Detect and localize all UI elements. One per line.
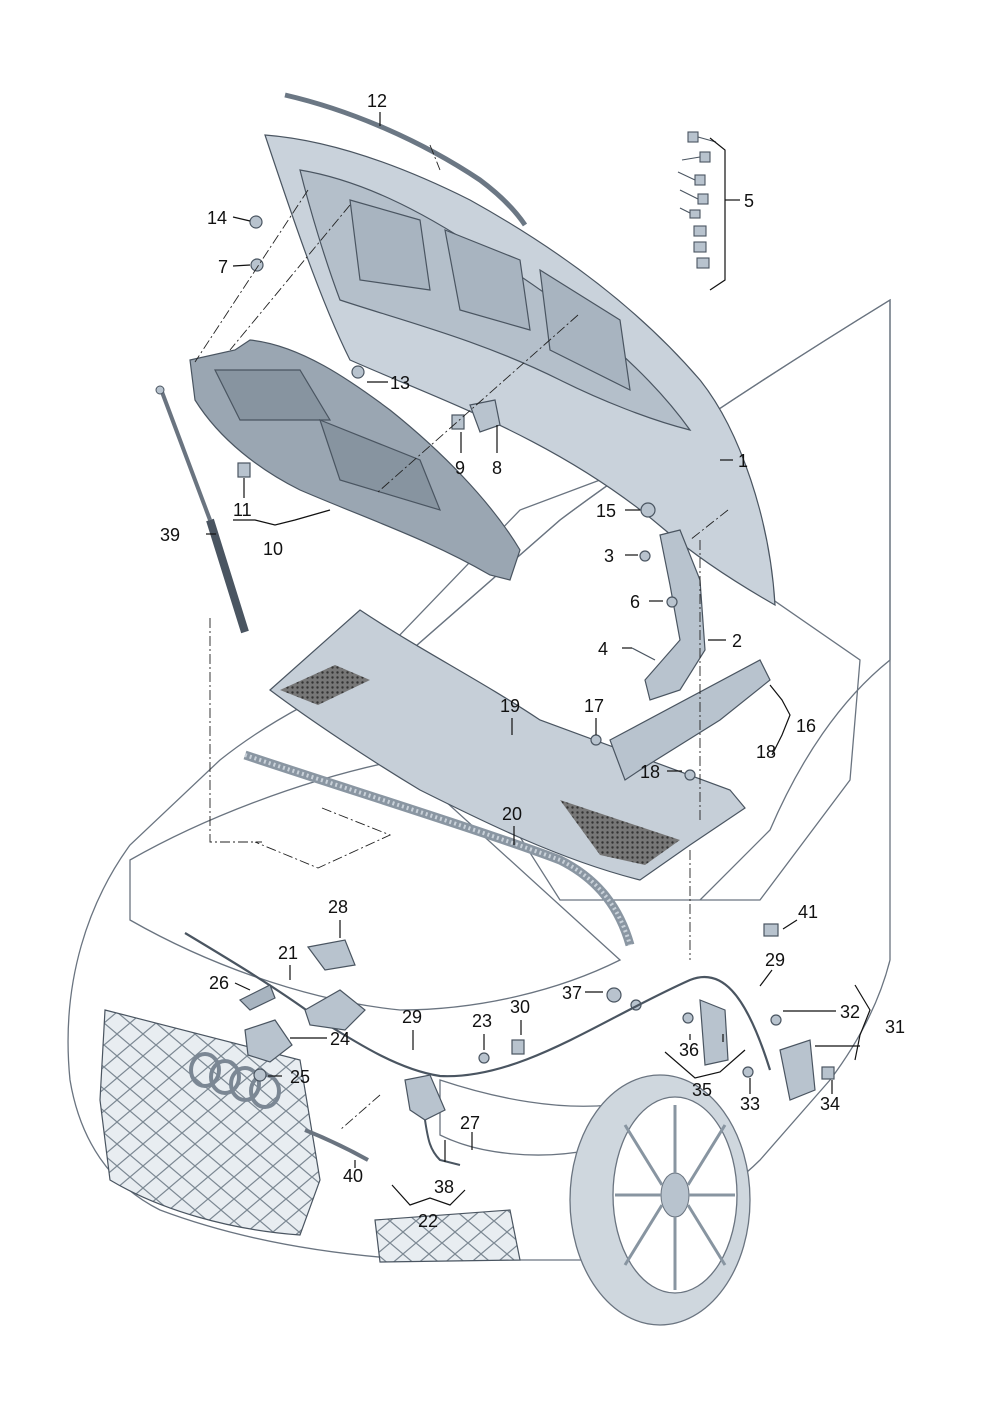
callout-16: 16 <box>796 716 816 736</box>
callout-34: 34 <box>820 1094 840 1114</box>
front-wheel <box>569 1074 751 1326</box>
callout-9: 9 <box>455 458 465 478</box>
callout-19: 19 <box>500 696 520 716</box>
bonnet <box>264 134 776 607</box>
callout-36: 36 <box>679 1040 699 1060</box>
callout-25: 25 <box>290 1067 310 1087</box>
callout-18b: 18 <box>640 762 660 782</box>
car-body <box>67 298 891 1326</box>
callout-31: 31 <box>885 1017 905 1037</box>
callout-17: 17 <box>584 696 604 716</box>
scuttle-panel <box>269 609 746 881</box>
callout-labels: 1 2 3 4 5 6 7 8 9 10 11 12 13 14 15 16 1… <box>160 91 905 1231</box>
callout-27: 27 <box>460 1113 480 1133</box>
callout-12: 12 <box>367 91 387 111</box>
callout-37: 37 <box>562 983 582 1003</box>
callout-5: 5 <box>744 191 754 211</box>
callout-20: 20 <box>502 804 522 824</box>
callout-13: 13 <box>390 373 410 393</box>
callout-21: 21 <box>278 943 298 963</box>
bonnet-release-mechanism <box>184 932 816 1166</box>
callout-28: 28 <box>328 897 348 917</box>
callout-29a: 29 <box>402 1007 422 1027</box>
assembly-lines <box>194 144 729 1131</box>
callout-38: 38 <box>434 1177 454 1197</box>
bonnet-seal <box>284 92 528 227</box>
gas-strut <box>155 385 249 634</box>
callout-15: 15 <box>596 501 616 521</box>
callout-7: 7 <box>218 257 228 277</box>
small-fasteners <box>237 215 835 1082</box>
hinge-bracket <box>609 659 771 781</box>
callout-41: 41 <box>798 902 818 922</box>
callout-2: 2 <box>732 631 742 651</box>
callout-1: 1 <box>738 451 748 471</box>
screw-kit <box>677 131 717 269</box>
callout-32: 32 <box>840 1002 860 1022</box>
callout-10: 10 <box>263 539 283 559</box>
callout-35: 35 <box>692 1080 712 1100</box>
callout-3: 3 <box>604 546 614 566</box>
callout-4: 4 <box>598 639 608 659</box>
callout-33: 33 <box>740 1094 760 1114</box>
callout-26: 26 <box>209 973 229 993</box>
callout-29b: 29 <box>765 950 785 970</box>
callout-leaders <box>206 112 871 1206</box>
callout-39: 39 <box>160 525 180 545</box>
callout-11: 11 <box>233 500 252 520</box>
callout-18a: 18 <box>756 742 776 762</box>
callout-14: 14 <box>207 208 227 228</box>
insulation-mat <box>189 339 521 581</box>
callout-23: 23 <box>472 1011 492 1031</box>
callout-40: 40 <box>343 1166 363 1186</box>
callout-8: 8 <box>492 458 502 478</box>
bonnet-hinge <box>644 529 706 701</box>
callout-24: 24 <box>330 1029 350 1049</box>
callout-22: 22 <box>418 1211 438 1231</box>
callout-30: 30 <box>510 997 530 1017</box>
callout-6: 6 <box>630 592 640 612</box>
